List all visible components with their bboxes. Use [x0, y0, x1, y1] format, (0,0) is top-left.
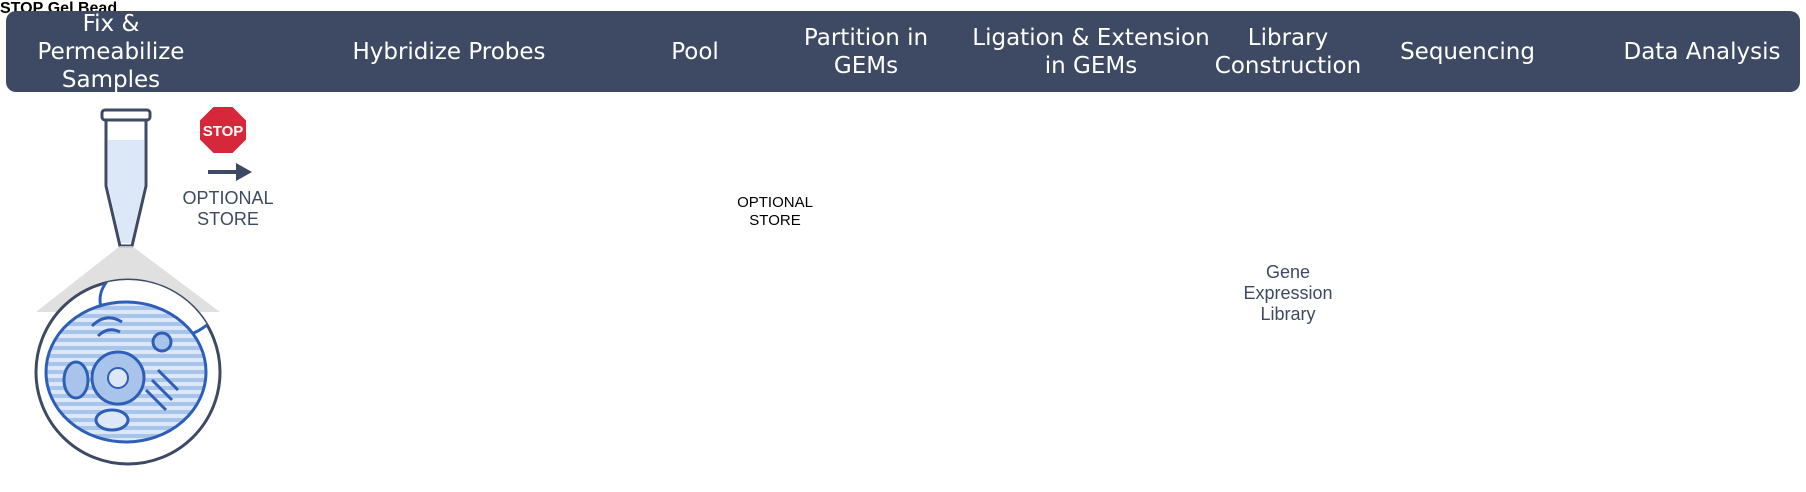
stop-sign-icon: STOP	[198, 105, 248, 155]
stage-partition-gems: Partition in GEMs	[803, 24, 929, 79]
optional-store-label: OPTIONAL STORE	[182, 188, 274, 229]
arrow-icon	[208, 163, 252, 181]
fix-tube-icon	[100, 108, 152, 248]
stop-sign-label: STOP	[203, 123, 244, 140]
gem-zoom-cone: Gel Bead	[48, 0, 1333, 324]
stage-library-construction: Library Construction	[1214, 24, 1362, 79]
stage-fix-permeabilize: Fix & Permeabilize Samples	[37, 10, 185, 93]
stage-hybridize-probes: Hybridize Probes	[352, 38, 546, 65]
workflow-header-bar	[6, 11, 1800, 92]
optional-store-label: OPTIONAL STORE	[737, 194, 813, 229]
stage-data-analysis: Data Analysis	[1623, 38, 1781, 65]
stage-pool: Pool	[671, 38, 719, 65]
stage-ligation-extension: Ligation & Extension in GEMs	[972, 24, 1210, 79]
cell-zoom-icon	[34, 278, 222, 466]
hybridize-zoom-cone: STOP	[0, 0, 1333, 324]
stage-sequencing: Sequencing	[1400, 38, 1535, 65]
gene-expression-library-caption: Gene Expression Library	[1243, 262, 1333, 324]
